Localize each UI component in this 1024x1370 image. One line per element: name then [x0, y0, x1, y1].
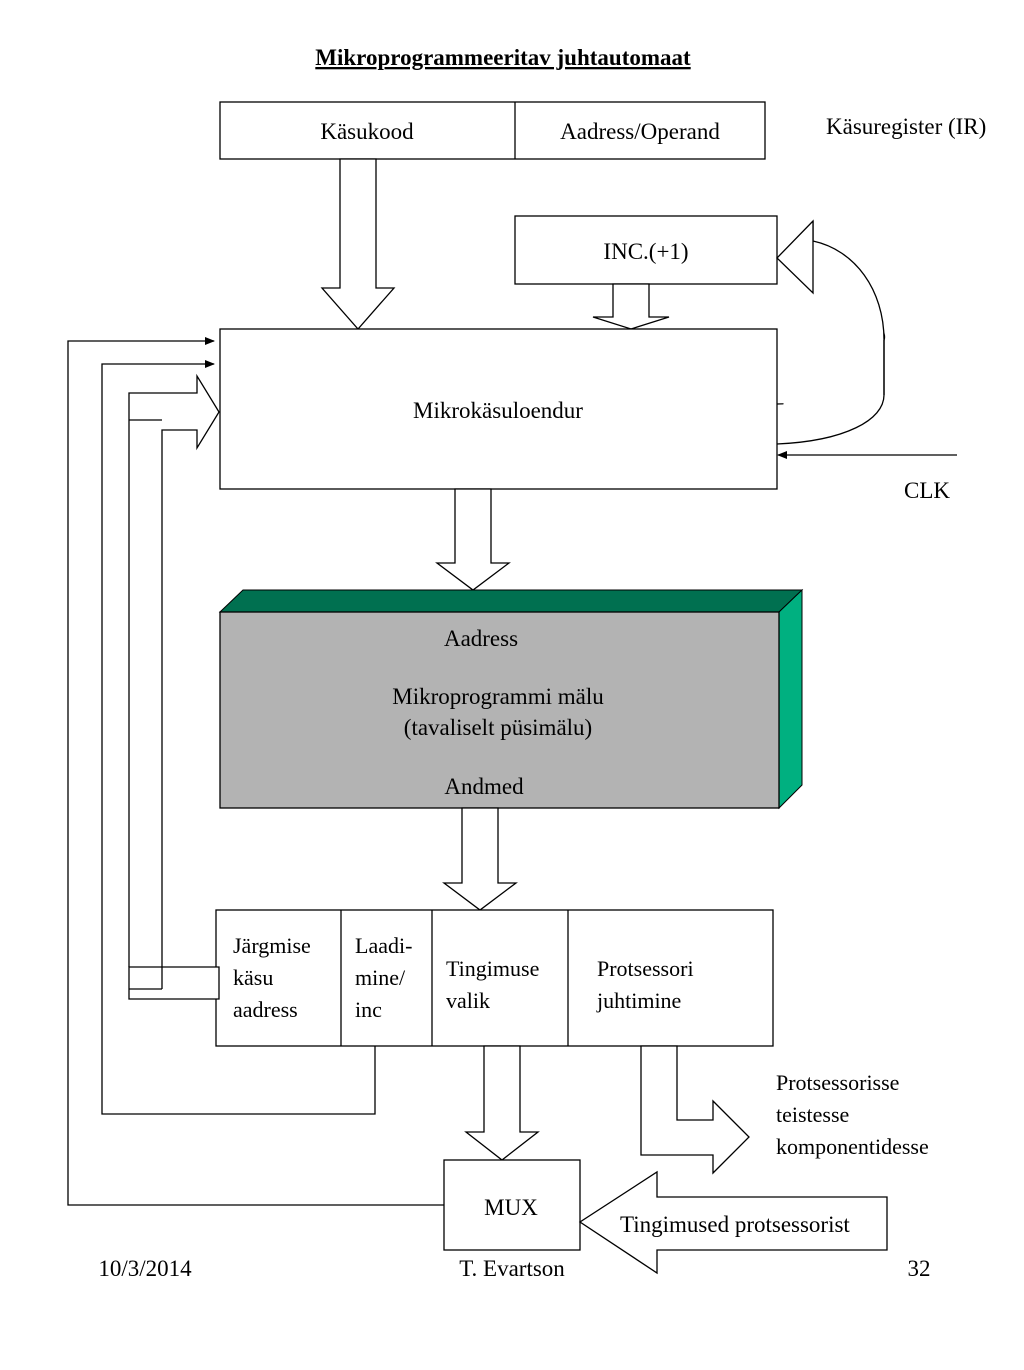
memory-data-label: Andmed — [444, 774, 524, 799]
inc-to-counter-arrow — [592, 283, 670, 330]
ir-box — [219, 101, 766, 160]
footer-page-number: 32 — [908, 1256, 931, 1281]
ir-label: Käsuregister (IR) — [826, 114, 986, 139]
field-load-inc: Laadi- mine/ inc — [355, 933, 418, 1022]
memory-top-face — [218, 589, 804, 613]
memory-side-face — [778, 588, 803, 810]
inc-label: INC.(+1) — [603, 239, 688, 264]
mux-output-line — [67, 337, 444, 1206]
memory-name-line2: (tavaliselt püsimälu) — [404, 715, 592, 740]
memory-address-label: Aadress — [444, 626, 518, 651]
condselect-to-mux-arrow — [464, 1045, 540, 1161]
mux-label: MUX — [484, 1195, 538, 1220]
opcode-to-counter-arrow — [320, 158, 396, 330]
cpu-control-output-arrow — [640, 1045, 750, 1175]
micro-counter-box — [219, 328, 778, 490]
microprogram-memory: Aadress Mikroprogrammi mälu (tavaliselt … — [218, 588, 804, 810]
footer-author: T. Evartson — [459, 1256, 565, 1281]
inc-box — [514, 215, 778, 285]
counter-to-memory-arrow — [435, 488, 511, 591]
ir-opcode-field: Käsukood — [320, 119, 414, 144]
mux-box — [443, 1159, 581, 1251]
counter-feedback-arrow — [776, 219, 886, 445]
memory-to-microword-arrow — [442, 807, 518, 911]
memory-name-line1: Mikroprogrammi mälu — [392, 684, 604, 709]
clk-label: CLK — [904, 478, 950, 503]
conditions-input-arrow — [578, 1170, 888, 1275]
slide-title: Mikroprogrammeeritav juhtautomaat — [315, 45, 691, 70]
micro-counter-label: Mikrokäsuloendur — [413, 398, 583, 423]
conditions-label: Tingimused protsessorist — [620, 1212, 850, 1237]
microinstruction-word: Järgmise käsu aadress Laadi- mine/ inc T… — [215, 909, 774, 1047]
field-cpu-control: Protsessori juhtimine — [596, 956, 699, 1013]
load-inc-control-line — [101, 360, 376, 1115]
field-next-address: Järgmise käsu aadress — [233, 933, 316, 1022]
memory-front-face — [219, 611, 780, 809]
to-cpu-components-label: Protsessorisse teistesse komponentidesse — [776, 1070, 929, 1159]
next-address-feedback-arrow — [128, 373, 220, 1000]
field-condition-select: Tingimuse valik — [446, 956, 545, 1013]
footer-date: 10/3/2014 — [98, 1256, 192, 1281]
ir-address-field: Aadress/Operand — [560, 119, 720, 144]
instruction-register: Käsukood Aadress/Operand — [219, 101, 766, 160]
